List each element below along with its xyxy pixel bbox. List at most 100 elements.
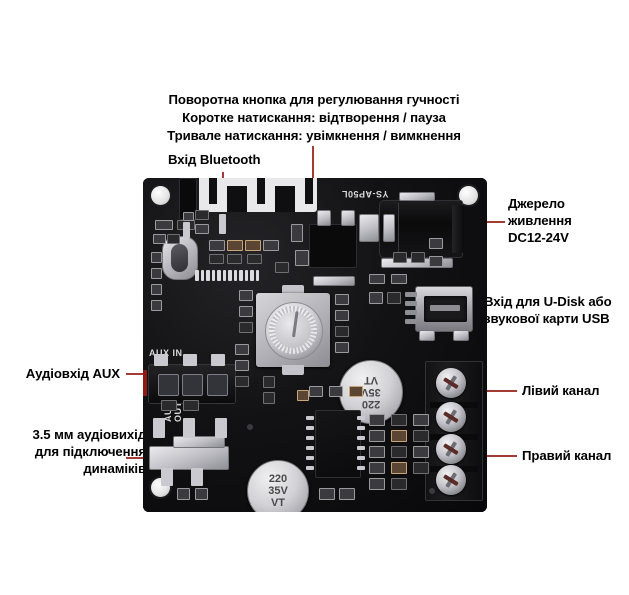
smd-part — [151, 284, 162, 295]
bluetooth-input-annotation-label: Вхід Bluetooth — [168, 152, 261, 167]
power-supply-annotation-line3: DC12-24V — [508, 230, 569, 245]
antenna-gap-3 — [257, 178, 265, 204]
antenna-gap-1 — [209, 178, 217, 204]
smd-part — [235, 376, 249, 387]
aux-jack-leg — [183, 354, 197, 366]
smd-part — [235, 360, 249, 371]
jack-leg — [215, 418, 227, 438]
crystal-oscillator — [162, 236, 198, 280]
jack-leg — [153, 418, 165, 438]
terminal-screw-right-2[interactable] — [436, 465, 466, 495]
jack-leg — [191, 468, 203, 486]
antenna-gap-4 — [275, 186, 295, 212]
usb-leg — [405, 310, 417, 315]
jack-leg — [161, 468, 173, 486]
smd-part — [239, 290, 253, 301]
smd-part — [391, 274, 407, 284]
right-channel-leader-line — [477, 455, 517, 457]
terminal-screw-left-1[interactable] — [436, 368, 466, 398]
speaker-terminal-block[interactable] — [425, 361, 483, 501]
usb-leg — [405, 319, 417, 324]
smd-part — [195, 210, 209, 220]
smd-part — [295, 250, 309, 266]
capacitor-bottom: 220 35V VT — [247, 460, 309, 512]
crystal-can — [171, 244, 188, 272]
ic-pin — [306, 426, 314, 430]
smd-part — [369, 462, 385, 474]
smd-part — [183, 400, 199, 411]
smd-part — [309, 386, 323, 397]
smd-part — [335, 294, 349, 305]
smd-part — [329, 386, 343, 397]
terminal-screw-right-1[interactable] — [436, 434, 466, 464]
dc-jack-pad-top — [399, 192, 435, 201]
smd-part — [335, 326, 349, 337]
dc-jack-ring — [452, 205, 464, 253]
aux-jack-leg — [154, 354, 168, 366]
smd-part — [239, 306, 253, 317]
smd-part — [263, 376, 275, 388]
smd-part — [391, 462, 407, 474]
smd-part — [195, 488, 208, 500]
volume-knob-annotation-line3: Тривале натискання: увімкнення / вимкнен… — [167, 128, 461, 143]
ic-pin — [306, 436, 314, 440]
aux-jack-contact — [158, 374, 179, 396]
volume-rotary-encoder[interactable] — [256, 285, 330, 375]
encoder-tab-bottom — [282, 365, 304, 375]
speaker-output-annotation-line3: динаміків — [83, 461, 146, 476]
smd-part — [227, 240, 243, 251]
smd-part — [317, 210, 331, 226]
smd-part — [151, 268, 162, 279]
aux-input-annotation-label: Аудіовхід AUX — [25, 366, 120, 381]
encoder-tab-top — [282, 285, 304, 295]
silkscreen-model-text: YS-AP50L — [341, 189, 389, 199]
ic-pin — [306, 466, 314, 470]
antenna-gap-2 — [227, 186, 247, 212]
smd-part — [151, 300, 162, 311]
smd-part — [275, 262, 289, 273]
inductor — [359, 214, 379, 242]
smd-part — [349, 386, 363, 397]
aux-input-jack[interactable] — [148, 364, 236, 404]
ic-pin — [357, 466, 365, 470]
pin-header[interactable] — [195, 270, 259, 281]
smd-part — [235, 344, 249, 355]
smd-part — [369, 430, 385, 442]
ic-pin — [357, 416, 365, 420]
volume-knob-annotation-line2: Коротке натискання: відтворення / пауза — [182, 110, 446, 125]
smd-part — [291, 224, 303, 242]
smd-part — [413, 446, 429, 458]
smd-part — [263, 240, 279, 251]
smd-part — [195, 224, 209, 234]
speaker-output-annotation-line1: 3.5 мм аудіовихід — [32, 427, 147, 442]
smd-part — [151, 252, 162, 263]
usb-input-annotation-line1: Вхід для U-Disk або — [484, 294, 612, 309]
speaker-output-jack-body[interactable] — [149, 446, 229, 470]
smd-part — [335, 310, 349, 321]
smd-part — [391, 414, 407, 426]
amplifier-board: YS-AP50L A — [143, 178, 487, 512]
smd-part — [391, 446, 407, 458]
terminal-screw-left-2[interactable] — [436, 402, 466, 432]
smd-part — [339, 488, 355, 500]
amplifier-ic — [315, 410, 361, 478]
usb-host-port[interactable] — [415, 286, 473, 332]
mounting-hole-top-right — [459, 186, 478, 205]
smd-part — [369, 478, 385, 490]
smd-part — [369, 446, 385, 458]
smd-part — [391, 430, 407, 442]
smd-part — [369, 274, 385, 284]
usb-port-tongue — [430, 305, 460, 311]
silkscreen-aux-in: AUX IN — [149, 348, 183, 358]
ic-pin — [357, 446, 365, 450]
speaker-output-jack-arm — [173, 436, 225, 448]
via-hole — [247, 424, 253, 430]
smd-part — [413, 462, 429, 474]
smd-part — [245, 240, 261, 251]
smd-part — [411, 252, 425, 263]
ic-pin — [357, 436, 365, 440]
usb-leg — [405, 292, 417, 297]
aux-jack-leg — [211, 354, 225, 366]
usb-shell-tab — [453, 330, 469, 341]
